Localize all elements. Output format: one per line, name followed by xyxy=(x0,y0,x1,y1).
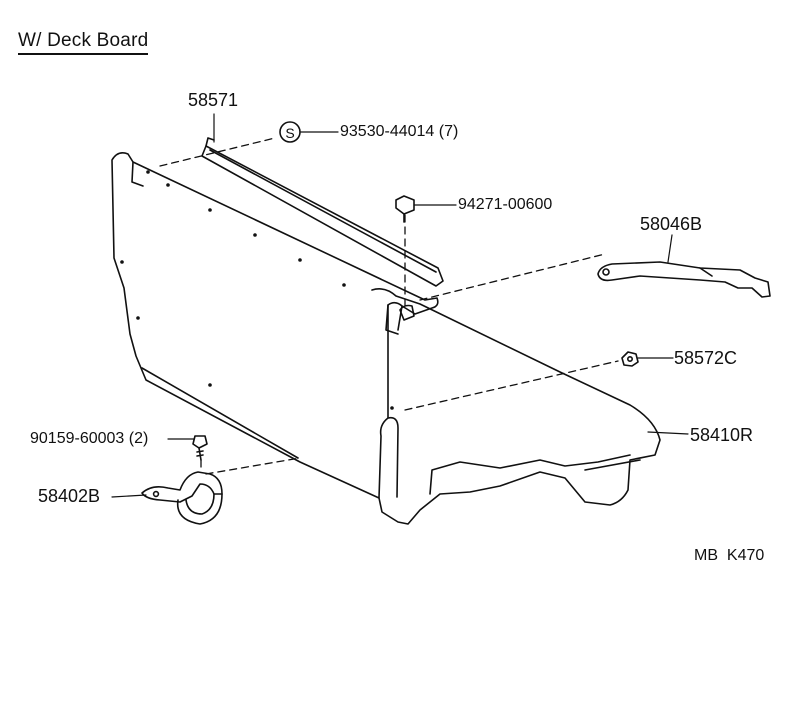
s-symbol-text: S xyxy=(285,125,294,141)
part-label-58046b: 58046B xyxy=(640,214,703,234)
part-label-58571: 58571 xyxy=(188,90,239,110)
side-trim-panel xyxy=(371,288,661,525)
part-label-58402b: 58402B xyxy=(38,486,101,506)
deck-board-panel xyxy=(111,152,439,499)
part-label-94271-00600: 94271-00600 xyxy=(458,196,553,213)
bracket-58571 xyxy=(201,137,444,287)
part-label-58572c: 58572C xyxy=(674,348,738,368)
panel-screws xyxy=(120,170,394,410)
clamp-58402b xyxy=(141,471,223,525)
alignment-lines xyxy=(159,137,619,475)
part-label-93530-44014: 93530-44014 (7) xyxy=(340,123,459,140)
leader-lines xyxy=(111,113,689,498)
s-circle-symbol: S xyxy=(279,121,301,143)
page-title: W/ Deck Board xyxy=(18,30,149,55)
nut-58572c xyxy=(621,351,639,367)
clip-94271 xyxy=(395,195,415,321)
strap-58046b xyxy=(597,261,771,298)
part-label-58410r: 58410R xyxy=(690,425,754,445)
bolt-90159 xyxy=(192,435,208,461)
diagram-code: MB K470 xyxy=(694,547,765,564)
part-label-90159-60003: 90159-60003 (2) xyxy=(30,430,149,447)
